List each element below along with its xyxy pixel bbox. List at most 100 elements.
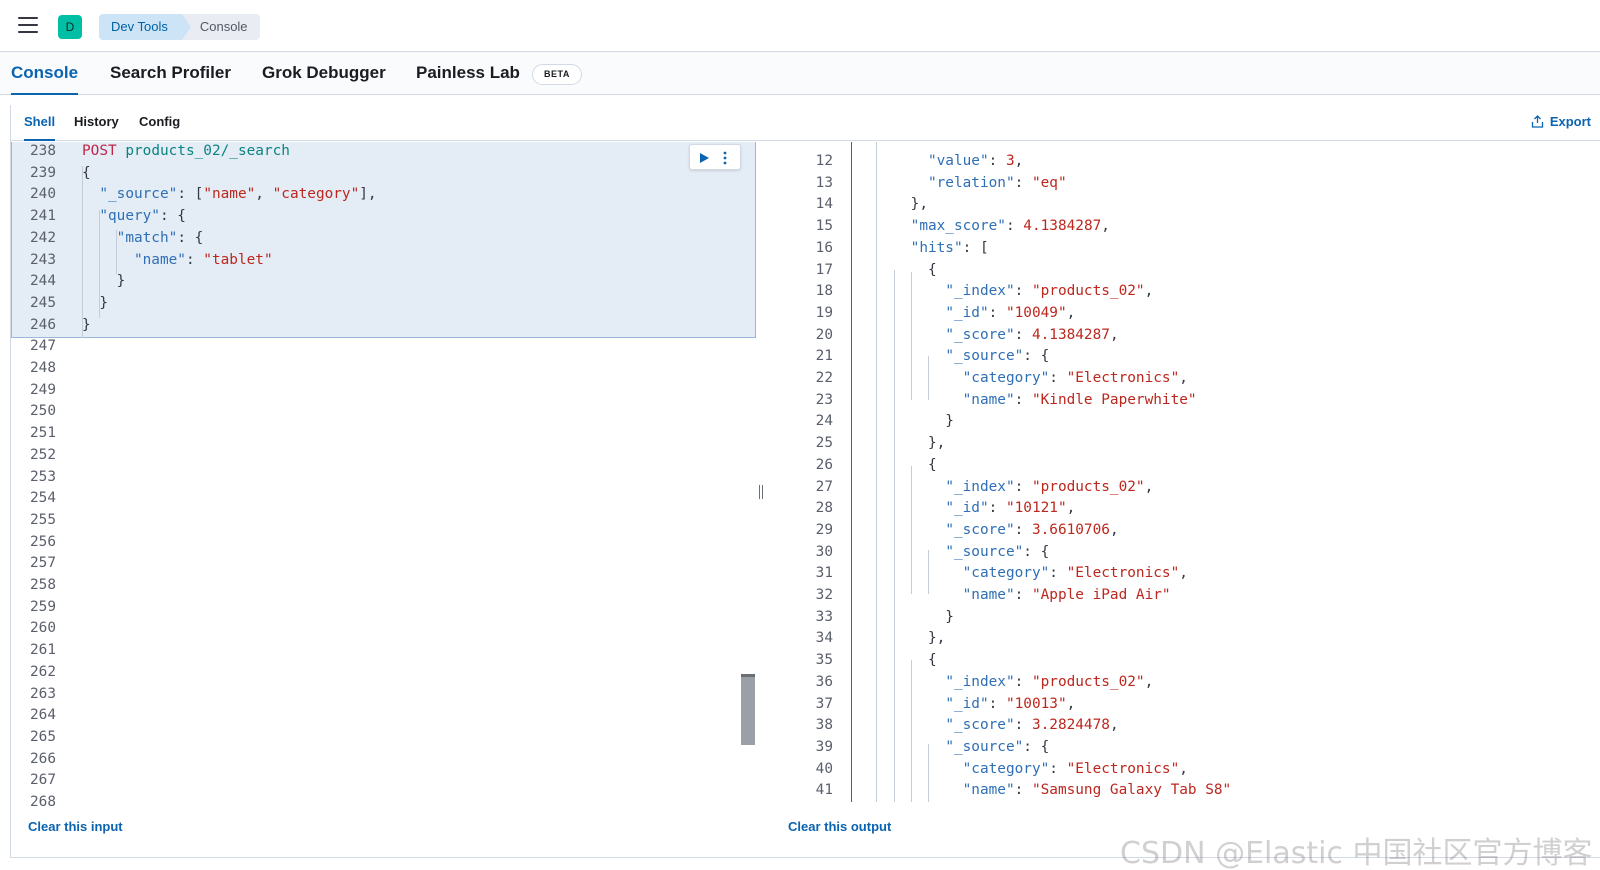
tab-history[interactable]: History <box>74 114 119 129</box>
code-token: 4.1384287 <box>1031 326 1110 343</box>
tab-shell[interactable]: Shell <box>24 105 56 141</box>
editor-scrollbar[interactable] <box>741 677 755 745</box>
tab-config[interactable]: Config <box>139 114 181 129</box>
code-line: 41 "name": "Samsung Galaxy Tab S8" <box>773 779 1600 801</box>
code-token: : <box>1049 565 1067 582</box>
code-text: "_id": "10013", <box>876 693 1075 715</box>
code-token: : <box>1014 283 1032 300</box>
code-token: "_score" <box>945 326 1015 343</box>
tab-console[interactable]: Console <box>11 53 79 95</box>
space-avatar[interactable]: D <box>58 15 82 39</box>
line-number: 29 <box>815 521 833 538</box>
code-line: 33 } <box>773 606 1600 628</box>
code-token: 3.6610706 <box>1031 521 1110 538</box>
request-menu-icon[interactable] <box>720 149 730 167</box>
code-line: 21 "_source": { <box>773 345 1600 367</box>
line-number: 251 <box>30 425 56 442</box>
code-token: : <box>1014 174 1032 191</box>
code-text: "name": "tablet" <box>82 249 273 271</box>
menu-hamburger-icon[interactable] <box>18 17 38 33</box>
indent-guide <box>928 744 929 802</box>
clear-output-link[interactable]: Clear this output <box>788 819 892 834</box>
code-token: "products_02" <box>1031 478 1145 495</box>
code-token: , <box>1179 565 1188 582</box>
code-token <box>876 782 963 798</box>
clear-input-link[interactable]: Clear this input <box>28 819 123 834</box>
code-line: 262 <box>11 661 756 683</box>
code-line: 23 "name": "Kindle Paperwhite" <box>773 389 1600 411</box>
tab-grok-debugger[interactable]: Grok Debugger <box>262 63 386 82</box>
code-line: 242 "match": { <box>11 227 756 249</box>
breadcrumb-dev-tools[interactable]: Dev Tools <box>99 14 191 40</box>
code-text: "category": "Electronics", <box>876 367 1188 389</box>
code-line: 39 "_source": { <box>773 736 1600 758</box>
line-number: 240 <box>30 186 56 203</box>
output-gutter-border <box>851 142 852 802</box>
code-token: : { <box>177 229 204 246</box>
editor-scrollbar-edge <box>741 674 755 677</box>
code-line: 245 } <box>11 292 756 314</box>
code-token: "Electronics" <box>1066 565 1180 582</box>
code-token: 4.1384287 <box>1023 218 1102 235</box>
code-text: { <box>82 162 91 184</box>
code-token: "Apple iPad Air" <box>1031 587 1171 603</box>
code-token: 3.2824478 <box>1031 717 1110 734</box>
code-token: "name" <box>962 782 1015 799</box>
line-number: 249 <box>30 381 56 398</box>
line-number: 41 <box>815 782 833 799</box>
line-number: 254 <box>30 490 56 507</box>
code-token: { <box>82 164 91 181</box>
code-text: "value": 3, <box>876 150 1023 172</box>
code-token: POST <box>82 143 117 159</box>
line-number: 21 <box>815 348 833 365</box>
panel-resize-handle[interactable] <box>759 485 765 501</box>
line-number: 247 <box>30 338 56 355</box>
code-token: "10049" <box>1005 304 1067 321</box>
code-token: "name" <box>133 251 186 268</box>
code-text: { <box>876 649 937 671</box>
code-line: 26 { <box>773 454 1600 476</box>
code-line: 29 "_score": 3.6610706, <box>773 519 1600 541</box>
code-token: : [ <box>962 239 989 256</box>
code-token: : <box>1014 782 1032 799</box>
line-number: 266 <box>30 750 56 767</box>
line-number: 261 <box>30 642 56 659</box>
code-token: products_02/_search <box>125 143 290 159</box>
code-line: 15 "max_score": 4.1384287, <box>773 215 1600 237</box>
code-token <box>876 218 911 234</box>
code-line: 253 <box>11 466 756 488</box>
code-token: "_index" <box>945 478 1015 495</box>
line-number: 30 <box>815 543 833 560</box>
line-number: 14 <box>815 196 833 213</box>
code-token: "category" <box>962 370 1050 386</box>
line-number: 242 <box>30 229 56 246</box>
beta-badge: BETA <box>532 64 582 85</box>
code-line: 32 "name": "Apple iPad Air" <box>773 584 1600 606</box>
code-line: 36 "_index": "products_02", <box>773 671 1600 693</box>
code-line: 25 }, <box>773 432 1600 454</box>
line-number: 268 <box>30 794 56 810</box>
indent-guide <box>928 550 929 594</box>
line-number: 244 <box>30 273 56 290</box>
line-number: 35 <box>815 652 833 669</box>
export-button[interactable]: Export <box>1531 105 1591 141</box>
send-request-play-icon[interactable] <box>698 151 710 165</box>
code-line: 251 <box>11 422 756 444</box>
code-token: "_index" <box>945 673 1015 690</box>
response-output[interactable]: 12 "value": 3,13 "relation": "eq"14 },15… <box>773 142 1600 802</box>
code-token: "relation" <box>927 174 1015 191</box>
top-header: D Dev Tools Console <box>0 0 1600 52</box>
line-number: 250 <box>30 403 56 420</box>
tab-search-profiler[interactable]: Search Profiler <box>110 63 231 82</box>
code-line: 27 "_index": "products_02", <box>773 476 1600 498</box>
code-line: 247 <box>11 335 756 357</box>
tab-painless-lab[interactable]: Painless Lab <box>416 63 520 82</box>
code-token: } <box>876 413 954 430</box>
indent-guide <box>82 166 83 338</box>
code-line: 20 "_score": 4.1384287, <box>773 324 1600 346</box>
code-text: "max_score": 4.1384287, <box>876 215 1110 237</box>
code-line: 268 <box>11 791 756 812</box>
code-token: "Electronics" <box>1066 370 1180 386</box>
